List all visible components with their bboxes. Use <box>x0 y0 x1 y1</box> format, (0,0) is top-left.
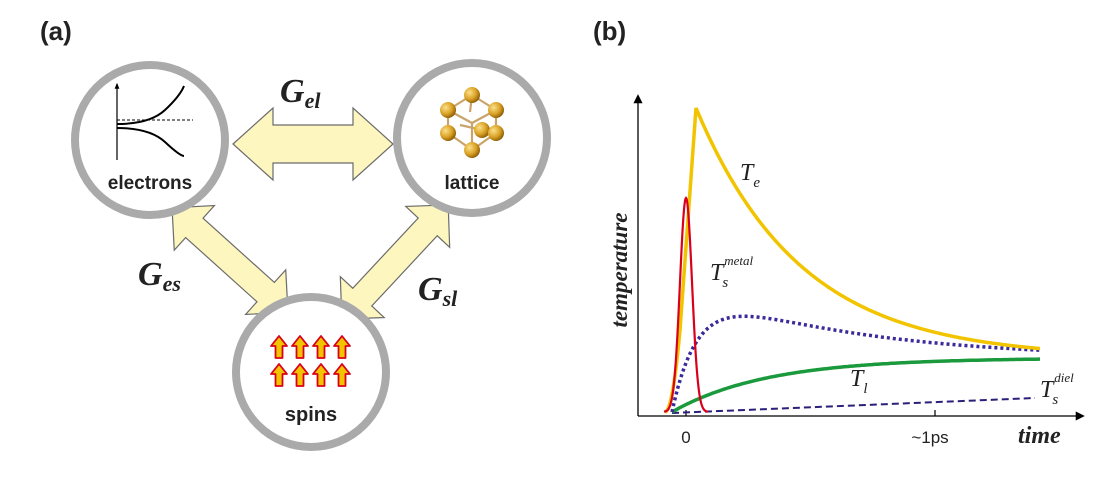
panel-b-label: (b) <box>593 16 626 46</box>
band-dispersion-icon <box>114 82 193 160</box>
spin-up-arrow <box>291 335 309 359</box>
electrons-node: electrons <box>71 61 229 219</box>
spin-up-arrow <box>270 363 288 387</box>
curve-te <box>664 107 1041 414</box>
spins-node: spins <box>232 293 390 451</box>
spin-up-arrow <box>291 363 309 387</box>
spin-up-arrow <box>312 363 330 387</box>
panel-a-label: (a) <box>40 16 72 46</box>
label-ts-metal: Tsmetal <box>710 253 753 291</box>
curve-ts-diel <box>671 397 1036 414</box>
spin-up-arrow <box>333 335 351 359</box>
panel-a: (a) electrons <box>40 16 551 451</box>
x-axis-label: time <box>1018 423 1061 449</box>
label-tl: Tl <box>850 366 868 397</box>
electrons-circle <box>71 61 229 219</box>
tick-label-1ps: ~1ps <box>911 428 948 447</box>
label-te: Te <box>740 160 760 191</box>
panel-b: (b) 0 ~1ps time temperature Te Tsmetal T… <box>593 16 1085 449</box>
coupling-label-el: Gel <box>280 73 321 113</box>
spin-up-arrow <box>312 335 330 359</box>
coupling-label-es: Ges <box>138 256 181 296</box>
spin-arrows-icon <box>270 335 351 387</box>
spins-circle <box>232 293 390 451</box>
spin-up-arrow <box>333 363 351 387</box>
lattice-label: lattice <box>445 173 500 194</box>
y-axis-label: temperature <box>607 213 632 328</box>
label-ts-diel: Tsdiel <box>1040 370 1074 408</box>
tick-label-zero: 0 <box>681 428 690 447</box>
lattice-atoms <box>440 87 504 158</box>
curve-laser-pulse <box>663 196 709 413</box>
electrons-label: electrons <box>108 173 192 194</box>
curve-ts-metal <box>670 314 1041 413</box>
curve-tl <box>671 357 1040 414</box>
spins-label: spins <box>285 404 337 426</box>
coupling-label-sl: Gsl <box>418 271 458 311</box>
coupling-arrow-el <box>232 106 394 182</box>
lattice-node: lattice <box>393 59 551 217</box>
spin-up-arrow <box>270 335 288 359</box>
